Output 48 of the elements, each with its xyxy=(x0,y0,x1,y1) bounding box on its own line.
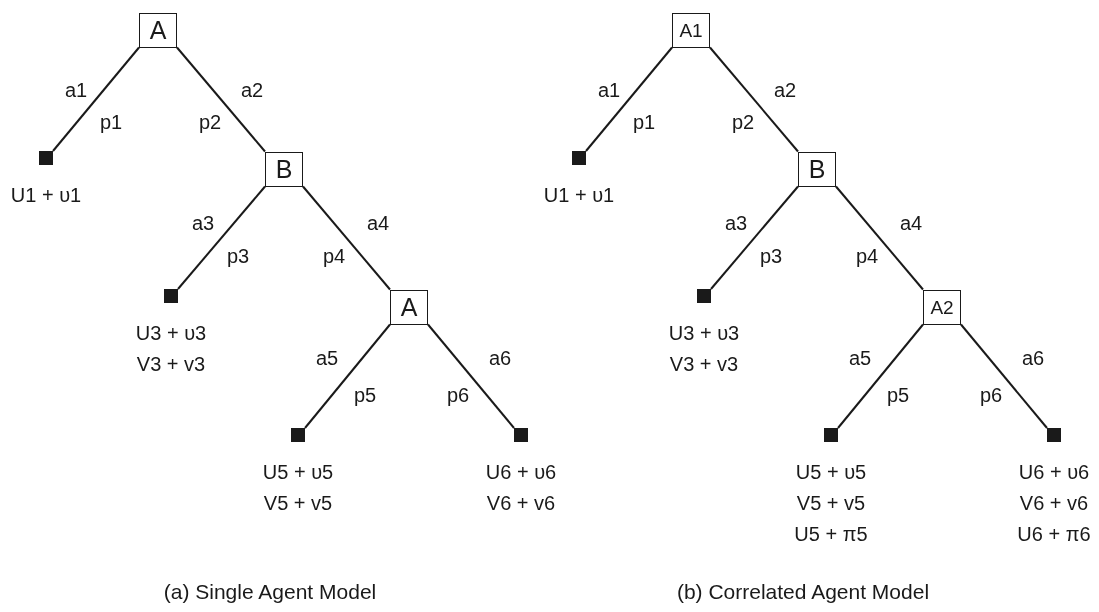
branch-line xyxy=(304,323,391,429)
payoff-label: U5 + υ5 xyxy=(795,460,867,485)
payoff-label: V6 + v6 xyxy=(486,491,556,516)
terminal-square xyxy=(1047,428,1061,442)
terminal-square xyxy=(164,289,178,303)
decision-box xyxy=(923,289,961,325)
branch-line xyxy=(302,185,391,291)
payoff-label: U6 + υ6 xyxy=(485,460,557,485)
decision-box xyxy=(672,12,710,48)
payoff-label: V3 + v3 xyxy=(136,352,206,377)
node-label: B xyxy=(275,156,293,182)
payoff-label: U1 + υ1 xyxy=(10,183,82,208)
terminal-square xyxy=(291,428,305,442)
terminal-square xyxy=(514,428,528,442)
branch-line xyxy=(52,46,140,152)
decision-box xyxy=(798,151,836,187)
branch-line xyxy=(710,185,799,290)
branch-line xyxy=(835,185,924,291)
decision-box xyxy=(139,12,177,48)
terminal-square xyxy=(572,151,586,165)
payoff-label: U1 + υ1 xyxy=(543,183,615,208)
branch-line xyxy=(960,323,1048,429)
payoff-label: V5 + v5 xyxy=(796,491,866,516)
payoff-label: U3 + υ3 xyxy=(135,321,207,346)
node-label: A xyxy=(400,294,418,320)
node-label: B xyxy=(808,156,826,182)
node-label: A2 xyxy=(930,297,954,317)
decision-box xyxy=(265,151,303,187)
branch-line xyxy=(709,46,799,153)
branch-line xyxy=(177,185,266,290)
node-label: A xyxy=(149,17,167,43)
payoff-label: V6 + v6 xyxy=(1019,491,1089,516)
terminal-square xyxy=(697,289,711,303)
payoff-label: U3 + υ3 xyxy=(668,321,740,346)
decision-box xyxy=(390,289,428,325)
branch-line xyxy=(837,323,924,429)
payoff-label: U6 + π6 xyxy=(1017,522,1091,547)
payoff-label: V3 + v3 xyxy=(669,352,739,377)
branch-line xyxy=(585,46,673,152)
branch-line xyxy=(427,323,515,429)
branch-line xyxy=(176,46,266,153)
terminal-square xyxy=(824,428,838,442)
terminal-square xyxy=(39,151,53,165)
node-label: A1 xyxy=(679,20,703,40)
payoff-label: U5 + υ5 xyxy=(262,460,334,485)
payoff-label: U6 + υ6 xyxy=(1018,460,1090,485)
payoff-label: V5 + v5 xyxy=(263,491,333,516)
payoff-label: U5 + π5 xyxy=(794,522,868,547)
